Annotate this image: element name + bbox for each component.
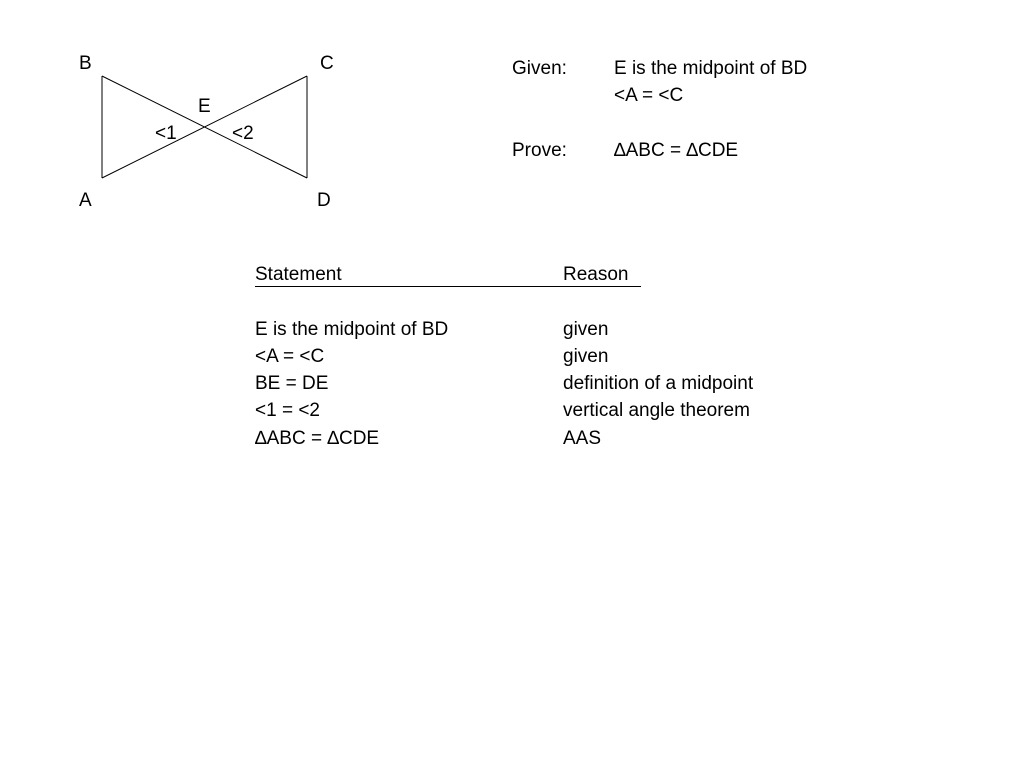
reason-header: Reason: [563, 264, 629, 285]
given-line-1: E is the midpoint of BD: [614, 58, 808, 79]
label-angle-2: <2: [232, 123, 254, 144]
prove-statement: ∆ABC = ∆CDE: [614, 140, 739, 161]
proof-reason-1: given: [563, 319, 609, 340]
label-c: C: [320, 53, 334, 74]
label-d: D: [317, 190, 331, 211]
label-angle-1: <1: [155, 123, 177, 144]
proof-statement-4: <1 = <2: [255, 400, 320, 421]
proof-statement-5: ∆ABC = ∆CDE: [255, 428, 380, 449]
segment-ac: [101, 75, 308, 179]
bowtie-figure: B C E <1 <2 A D: [79, 53, 334, 211]
proof-statement-3: BE = DE: [255, 373, 329, 394]
label-b: B: [79, 53, 92, 74]
label-a: A: [79, 190, 92, 211]
given-line-2: <A = <C: [614, 85, 684, 106]
statement-header: Statement: [255, 264, 342, 285]
proof-reason-2: given: [563, 346, 609, 367]
prove-label: Prove:: [512, 140, 567, 161]
given-label: Given:: [512, 58, 567, 79]
proof-reason-5: AAS: [563, 428, 602, 449]
proof-reason-4: vertical angle theorem: [563, 400, 750, 421]
proof-statement-2: <A = <C: [255, 346, 325, 367]
label-e: E: [198, 96, 211, 117]
proof-reason-3: definition of a midpoint: [563, 373, 754, 394]
proof-statement-1: E is the midpoint of BD: [255, 319, 449, 340]
proof-header-underline: [255, 264, 641, 287]
